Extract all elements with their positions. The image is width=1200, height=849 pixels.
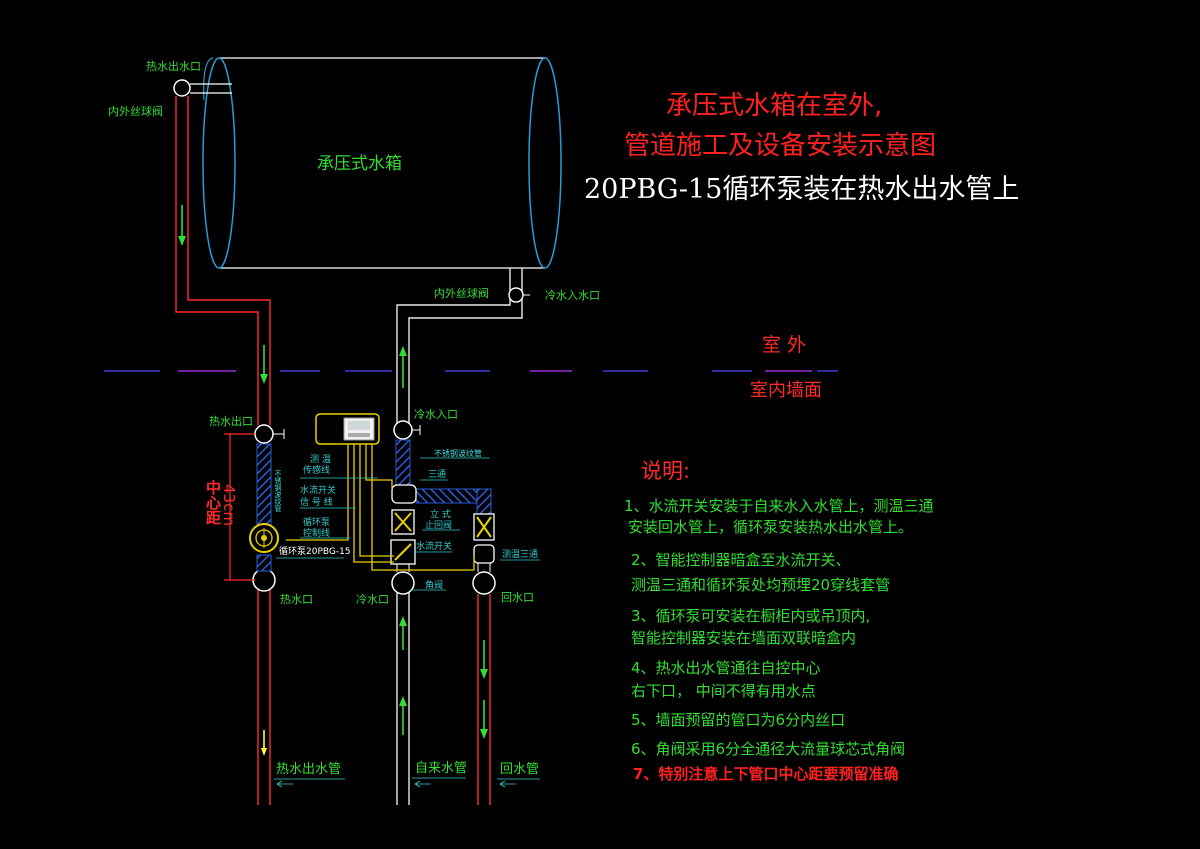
note-1b: 安装回水管上，循环泵安装热水出水管上。 bbox=[628, 518, 914, 536]
pump-ctrl-line-label-2: 控制线 bbox=[303, 529, 331, 539]
temp-sensor-label-2: 传感线 bbox=[303, 466, 331, 476]
outdoor-label: 室 外 bbox=[762, 334, 807, 356]
circulation-pump-icon bbox=[249, 523, 279, 553]
temp-tee bbox=[473, 544, 495, 564]
hot-outlet-connector bbox=[173, 79, 232, 97]
cold-water-inlet-pipe bbox=[396, 268, 530, 805]
valve-right-label: 内外丝球阀 bbox=[434, 287, 489, 300]
pressure-water-tank bbox=[202, 57, 562, 269]
temp-sensor-label-1: 测 温 bbox=[310, 455, 331, 465]
flow-arrows bbox=[178, 205, 488, 756]
hot-water-outlet-pipe bbox=[175, 96, 271, 805]
control-wiring bbox=[286, 444, 475, 571]
note-3b: 智能控制器安装在墙面双联暗盒内 bbox=[631, 629, 857, 647]
note-3a: 3、循环泵可安装在橱柜内或吊顶内, bbox=[631, 607, 871, 625]
arrow-up-icon bbox=[399, 346, 407, 388]
tee-fitting bbox=[391, 484, 417, 504]
cold-inlet-top-label: 冷水入水口 bbox=[545, 289, 600, 302]
center-distance-label: 中心距 bbox=[204, 480, 222, 525]
cold-port-lower bbox=[391, 571, 415, 595]
center-distance-value: 43cm bbox=[220, 484, 238, 526]
pipe-hot-label: 热水出水管 bbox=[276, 762, 342, 777]
note-4a: 4、热水出水管通往自控中心 bbox=[631, 659, 821, 677]
arrow-down-icon bbox=[480, 640, 488, 679]
angle-valve-label: 角阀 bbox=[425, 581, 444, 591]
flow-switch-line-label-1: 水流开关 bbox=[300, 486, 337, 496]
arrow-down-icon bbox=[260, 345, 268, 384]
note-5: 5、墙面预留的管口为6分内丝口 bbox=[631, 711, 846, 729]
hot-port-label: 热水口 bbox=[280, 593, 313, 606]
pump-ctrl-line-label-1: 循环泵 bbox=[303, 518, 331, 528]
tank-label: 承压式水箱 bbox=[317, 154, 402, 174]
pipe-return-label: 回水管 bbox=[500, 762, 540, 777]
note-4b: 右下口， 中间不得有用水点 bbox=[631, 682, 816, 700]
title-line-1: 承压式水箱在室外, bbox=[666, 91, 883, 121]
note-1a: 1、水流开关安装于自来水入水管上，测温三通 bbox=[624, 497, 934, 515]
pipe-cold-label: 自来水管 bbox=[415, 761, 468, 776]
hot-outlet-top-label: 热水出水口 bbox=[146, 60, 201, 73]
note-7-warning: 7、特别注意上下管口中心距要预留准确 bbox=[633, 765, 899, 783]
arrow-up-icon bbox=[399, 616, 407, 650]
label-leaders bbox=[276, 457, 540, 591]
arrow-up-icon bbox=[399, 696, 407, 735]
temp-tee-label: 测温三通 bbox=[502, 550, 539, 560]
flow-switch-line-label-2: 信 号 线 bbox=[300, 498, 333, 508]
arrow-down-icon bbox=[178, 205, 186, 246]
valve-left-label: 内外丝球阀 bbox=[108, 105, 163, 118]
indoor-wall-label: 室内墙面 bbox=[750, 380, 822, 401]
arrow-down-icon bbox=[261, 730, 267, 756]
arrow-down-icon bbox=[480, 700, 488, 739]
note-6: 6、角阀采用6分全通径大流量球芯式角阀 bbox=[631, 740, 906, 758]
tee-label: 三通 bbox=[428, 470, 447, 480]
notes-heading: 说明: bbox=[641, 459, 691, 483]
stainless-tube-right-label: 不锈钢波纹管 bbox=[434, 449, 482, 458]
return-port-label: 回水口 bbox=[501, 591, 534, 604]
title-line-2: 管道施工及设备安装示意图 bbox=[624, 131, 937, 161]
return-port-lower bbox=[472, 571, 496, 595]
cold-port-label: 冷水口 bbox=[356, 593, 389, 606]
check-valve-label-2: 止回阀 bbox=[425, 521, 453, 531]
hot-out-port-label: 热水出口 bbox=[209, 415, 253, 428]
center-distance-dimension bbox=[224, 433, 255, 581]
corrugated-tubes bbox=[256, 439, 492, 572]
title-line-3: 20PBG-15循环泵装在热水出水管上 bbox=[584, 174, 1020, 205]
note-2a: 2、智能控制器暗盒至水流开关、 bbox=[631, 551, 851, 569]
cold-in-port-label: 冷水入口 bbox=[414, 408, 458, 421]
stainless-tube-left-label: 不锈钢波纹管 bbox=[274, 470, 282, 512]
pump-name-label: 循环泵20PBG-15 bbox=[279, 547, 351, 557]
cold-side-fittings bbox=[390, 484, 495, 572]
wall-ports bbox=[252, 420, 496, 595]
note-2b: 测温三通和循环泵处均预埋20穿线套管 bbox=[631, 576, 891, 594]
controller-box bbox=[315, 413, 380, 445]
return-pipe bbox=[477, 594, 491, 805]
flow-switch-label: 水流开关 bbox=[416, 542, 453, 552]
check-valve-label-1: 立 式 bbox=[430, 510, 451, 520]
